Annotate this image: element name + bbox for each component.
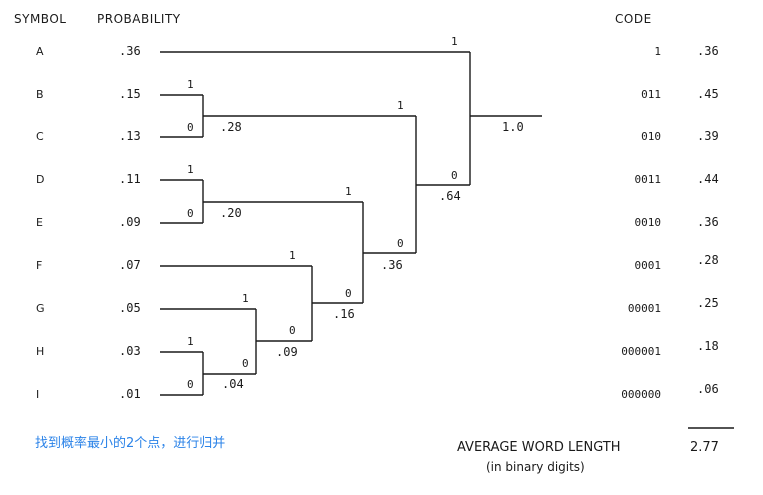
annotation-note: 找到概率最小的2个点，进行归并: [35, 436, 226, 451]
merge-value-defghi: .36: [381, 258, 403, 272]
symbol-g: G: [36, 302, 45, 315]
branch-bcdefghi-0: 0: [451, 169, 458, 182]
right-value-d: .44: [697, 172, 719, 186]
prob-c: .13: [119, 129, 141, 143]
code-b: 011: [641, 88, 661, 101]
branch-h-1: 1: [187, 335, 194, 348]
symbol-header: SYMBOL: [14, 12, 67, 26]
prob-e: .09: [119, 215, 141, 229]
right-value-e: .36: [697, 215, 719, 229]
code-header: CODE: [615, 12, 652, 26]
code-c: 010: [641, 130, 661, 143]
merge-value-de: .20: [220, 206, 242, 220]
average-value: 2.77: [690, 440, 719, 455]
code-g: 00001: [627, 302, 661, 315]
average-unit: (in binary digits): [486, 460, 585, 474]
right-value-c: .39: [697, 129, 719, 143]
prob-a: .36: [119, 44, 141, 58]
right-value-a: .36: [697, 44, 719, 58]
symbol-b: B: [36, 88, 44, 101]
code-h: 000001: [621, 345, 661, 358]
symbol-c: C: [36, 130, 44, 143]
prob-d: .11: [119, 172, 141, 186]
symbol-f: F: [36, 259, 43, 272]
code-e: 0010: [634, 216, 662, 229]
symbol-h: H: [36, 345, 45, 358]
merge-value-bcdefghi: .64: [439, 189, 461, 203]
branch-a-1: 1: [451, 35, 458, 48]
probability-header: PROBABILITY: [97, 12, 181, 26]
merge-value-ghi: .09: [276, 345, 298, 359]
branch-d-1: 1: [187, 163, 194, 176]
branch-bc-1: 1: [397, 99, 404, 112]
code-a: 1: [654, 45, 661, 58]
branch-defghi-0: 0: [397, 237, 404, 250]
code-d: 0011: [634, 173, 662, 186]
prob-g: .05: [119, 301, 141, 315]
code-f: 0001: [634, 259, 662, 272]
average-label: AVERAGE WORD LENGTH: [457, 440, 621, 455]
branch-ghi-0: 0: [289, 324, 296, 337]
prob-b: .15: [119, 87, 141, 101]
symbol-i: I: [36, 388, 40, 401]
right-value-b: .45: [697, 87, 719, 101]
right-value-g: .25: [697, 296, 719, 310]
symbol-d: D: [36, 173, 45, 186]
prob-i: .01: [119, 387, 141, 401]
merge-value-fghi: .16: [333, 307, 355, 321]
branch-fghi-0: 0: [345, 287, 352, 300]
branch-f-1: 1: [289, 249, 296, 262]
merge-value-bc: .28: [220, 120, 242, 134]
right-value-f: .28: [697, 253, 719, 267]
merge-value-root: 1.0: [502, 120, 524, 134]
code-i: 000000: [621, 388, 661, 401]
prob-f: .07: [119, 258, 141, 272]
branch-b-1: 1: [187, 78, 194, 91]
branch-c-0: 0: [187, 121, 194, 134]
right-value-i: .06: [697, 382, 719, 396]
branch-g-1: 1: [242, 292, 249, 305]
branch-i-0: 0: [187, 378, 194, 391]
symbol-a: A: [36, 45, 44, 58]
symbol-e: E: [36, 216, 43, 229]
branch-de-1: 1: [345, 185, 352, 198]
branch-hi-0: 0: [242, 357, 249, 370]
branch-e-0: 0: [187, 207, 194, 220]
merge-value-hi: .04: [222, 377, 244, 391]
prob-h: .03: [119, 344, 141, 358]
right-value-h: .18: [697, 339, 719, 353]
